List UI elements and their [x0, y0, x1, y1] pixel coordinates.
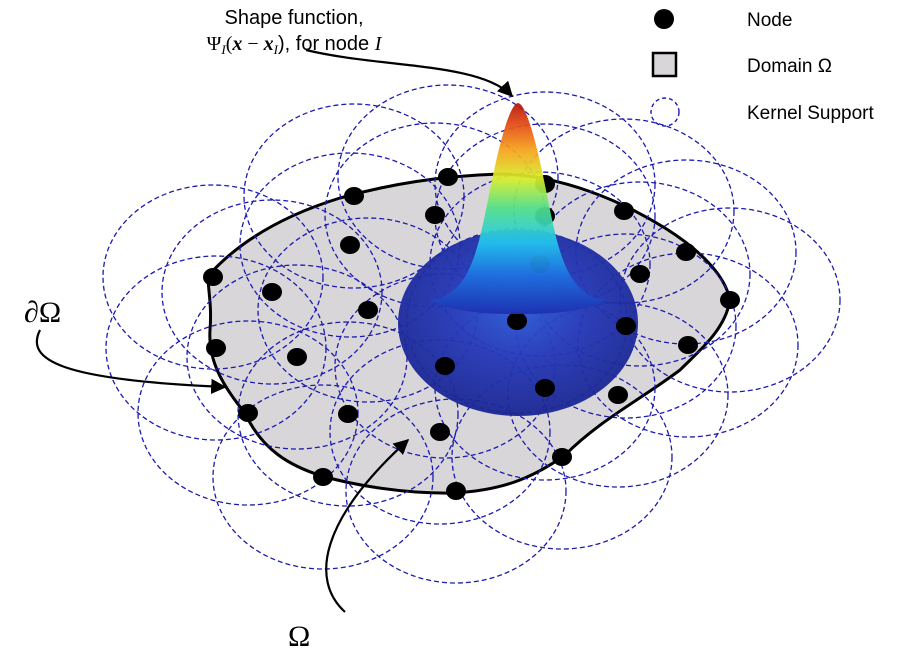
node-point: [206, 339, 226, 357]
title-line-1: Shape function,: [225, 7, 364, 29]
node-point: [446, 482, 466, 500]
kernel-support-circle: [434, 91, 656, 277]
kernel-support-circle: [137, 320, 359, 506]
node-point: [425, 206, 445, 224]
node-point: [507, 312, 527, 330]
node-point: [344, 187, 364, 205]
title-line-2: ΨI(x − xI), for node I: [207, 33, 383, 57]
kernel-support-circle: [515, 233, 737, 419]
node-point: [338, 405, 358, 423]
node-point: [676, 243, 696, 261]
node-point: [614, 202, 634, 220]
var-x: x: [231, 33, 242, 55]
node-I: I: [374, 33, 383, 55]
node-point: [435, 357, 455, 375]
node-point: [720, 291, 740, 309]
node-point: [630, 265, 650, 283]
kernel-support-circle: [161, 199, 383, 385]
boundary-label: ∂Ω: [24, 296, 61, 329]
domain-label: Ω: [288, 620, 310, 653]
legend: Node Domain Ω Kernel Support: [650, 9, 874, 127]
node-point: [535, 379, 555, 397]
kernel-support-circle: [529, 181, 751, 367]
kernel-support-circle: [337, 84, 559, 270]
node-point: [358, 301, 378, 319]
paren-close: ), for node: [278, 33, 375, 55]
boundary-arrow: [35, 329, 227, 395]
minus-sign: −: [242, 33, 263, 55]
paren-open: (: [226, 33, 233, 55]
legend-node-icon: [654, 9, 674, 29]
legend-domain-icon: [651, 51, 678, 78]
node-point: [438, 168, 458, 186]
node-point: [678, 336, 698, 354]
legend-node-label: Node: [747, 10, 792, 31]
kernel-support-circle: [513, 118, 735, 304]
legend-kernel-label: Kernel Support: [747, 103, 874, 124]
shape-function-peak: [430, 103, 606, 314]
psi-subscript: I: [220, 42, 226, 57]
kernel-support-circle: [212, 384, 434, 570]
node-point: [262, 283, 282, 301]
domain-arrow: [325, 438, 410, 613]
node-point: [552, 448, 572, 466]
shape-function-arrow: [305, 48, 514, 98]
kernel-support-circle: [102, 184, 324, 370]
node-point: [203, 268, 223, 286]
legend-kernel-icon: [650, 97, 680, 127]
node-point: [313, 468, 333, 486]
kernel-support-circle: [434, 123, 656, 309]
psi-symbol: Ψ: [207, 33, 222, 55]
var-x-I: x: [263, 33, 274, 55]
kernel-support-circle: [619, 207, 841, 393]
node-point: [616, 317, 636, 335]
node-point: [608, 386, 628, 404]
node-point: [340, 236, 360, 254]
kernel-support-circle: [575, 159, 797, 345]
node-point: [430, 423, 450, 441]
kernel-support-circle: [243, 103, 465, 289]
node-point: [287, 348, 307, 366]
legend-domain-label: Domain Ω: [747, 56, 832, 77]
node-point: [238, 404, 258, 422]
x-I-subscript: I: [273, 42, 279, 57]
